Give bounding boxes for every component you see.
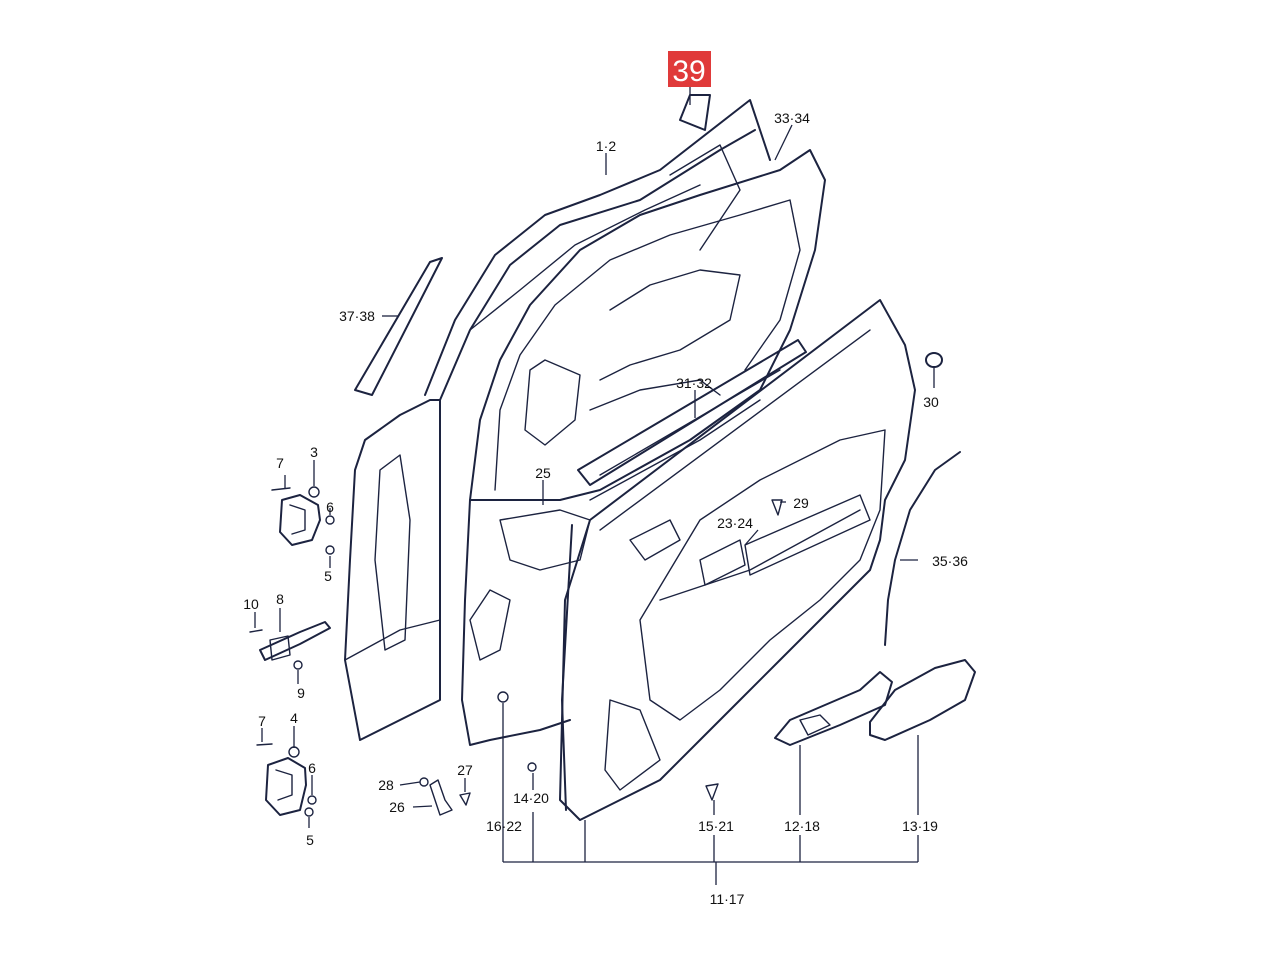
callout-6-upper[interactable]: 6 (326, 499, 334, 515)
callout-33-34[interactable]: 33·34 (774, 110, 810, 126)
highlight-badge-39[interactable]: 39 (668, 51, 711, 88)
callout-11-17[interactable]: 11·17 (710, 891, 745, 907)
lower-hinge (256, 743, 317, 817)
callout-26[interactable]: 26 (389, 799, 405, 815)
upper-hinge (271, 486, 335, 555)
callout-29[interactable]: 29 (793, 495, 809, 511)
highlight-badge-label: 39 (672, 55, 705, 88)
cap-30 (925, 352, 943, 388)
callout-labels: 1·2 33·34 37·38 31·32 30 3 7 6 5 25 29 2… (243, 110, 968, 907)
callout-31-32[interactable]: 31·32 (676, 375, 712, 391)
leader-lines (254, 86, 919, 885)
callout-25[interactable]: 25 (535, 465, 551, 481)
armrest-cover-13-19 (869, 659, 976, 741)
callout-7-lower[interactable]: 7 (258, 713, 266, 729)
callout-14-20[interactable]: 14·20 (513, 790, 549, 806)
callout-5-upper[interactable]: 5 (324, 568, 332, 584)
power-window-switch (699, 494, 871, 586)
callout-6-lower[interactable]: 6 (308, 760, 316, 776)
callout-9[interactable]: 9 (297, 685, 305, 701)
belt-moulding (577, 339, 807, 486)
callout-13-19[interactable]: 13·19 (902, 818, 938, 834)
highlight-badge-bg (668, 51, 711, 87)
inner-door-panel (461, 149, 826, 746)
callout-23-24[interactable]: 23·24 (717, 515, 753, 531)
callout-10[interactable]: 10 (243, 596, 259, 612)
callout-4[interactable]: 4 (290, 710, 298, 726)
callout-35-36[interactable]: 35·36 (932, 553, 968, 569)
callout-1-2[interactable]: 1·2 (596, 138, 616, 154)
callout-12-18[interactable]: 12·18 (784, 818, 820, 834)
weatherstrip (884, 451, 961, 646)
callout-28[interactable]: 28 (378, 777, 394, 793)
callout-15-21[interactable]: 15·21 (698, 818, 734, 834)
callout-37-38[interactable]: 37·38 (339, 308, 375, 324)
callout-3[interactable]: 3 (310, 444, 318, 460)
door-trim-panel (559, 299, 916, 821)
callout-5-lower[interactable]: 5 (306, 832, 314, 848)
fasteners (419, 499, 783, 816)
door-outer-skin (344, 399, 441, 741)
door-check (249, 621, 331, 670)
callout-7-upper[interactable]: 7 (276, 455, 284, 471)
callout-16-22[interactable]: 16·22 (486, 818, 522, 834)
callout-27[interactable]: 27 (457, 762, 473, 778)
run-channel-strip (354, 257, 443, 396)
door-frame (424, 94, 771, 401)
callout-8[interactable]: 8 (276, 591, 284, 607)
callout-30[interactable]: 30 (923, 394, 939, 410)
armrest-12-18 (774, 671, 893, 746)
